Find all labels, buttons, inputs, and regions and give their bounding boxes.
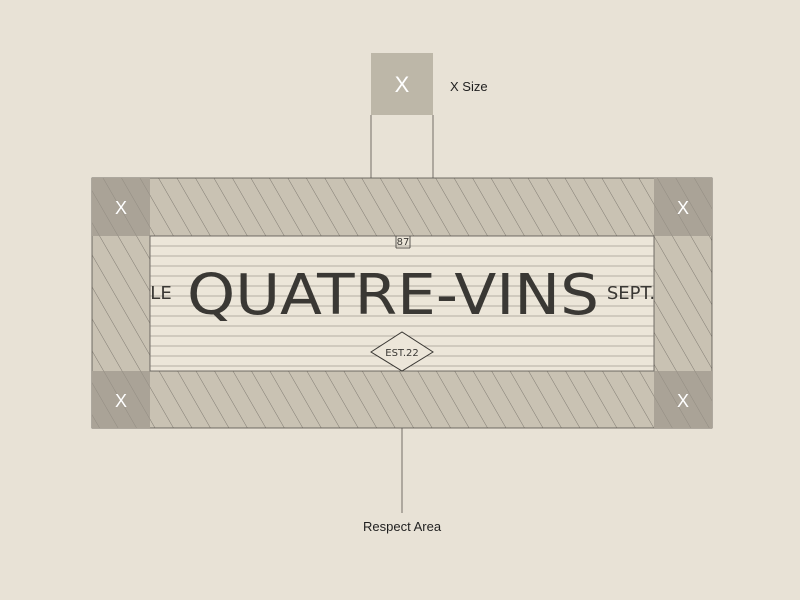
x-size-swatch [371,53,433,115]
est-badge-text: EST.22 [385,348,419,359]
corner-letter-top-left: X [115,198,127,218]
logo-name: QUATRE-VINS [187,263,599,328]
logo-prefix: LE [150,283,171,304]
corner-letter-bottom-right: X [677,391,689,411]
respect-area-label: Respect Area [363,519,442,534]
superscript-marker [395,236,411,249]
x-size-label: X Size [450,79,488,94]
logo-superscript: 87 [397,237,410,248]
corner-letter-bottom-left: X [115,391,127,411]
logo-suffix: SEPT. [607,283,655,304]
est-badge-diamond [370,331,434,372]
corner-letter-top-right: X [677,198,689,218]
x-size-swatch-letter: X [395,72,410,97]
